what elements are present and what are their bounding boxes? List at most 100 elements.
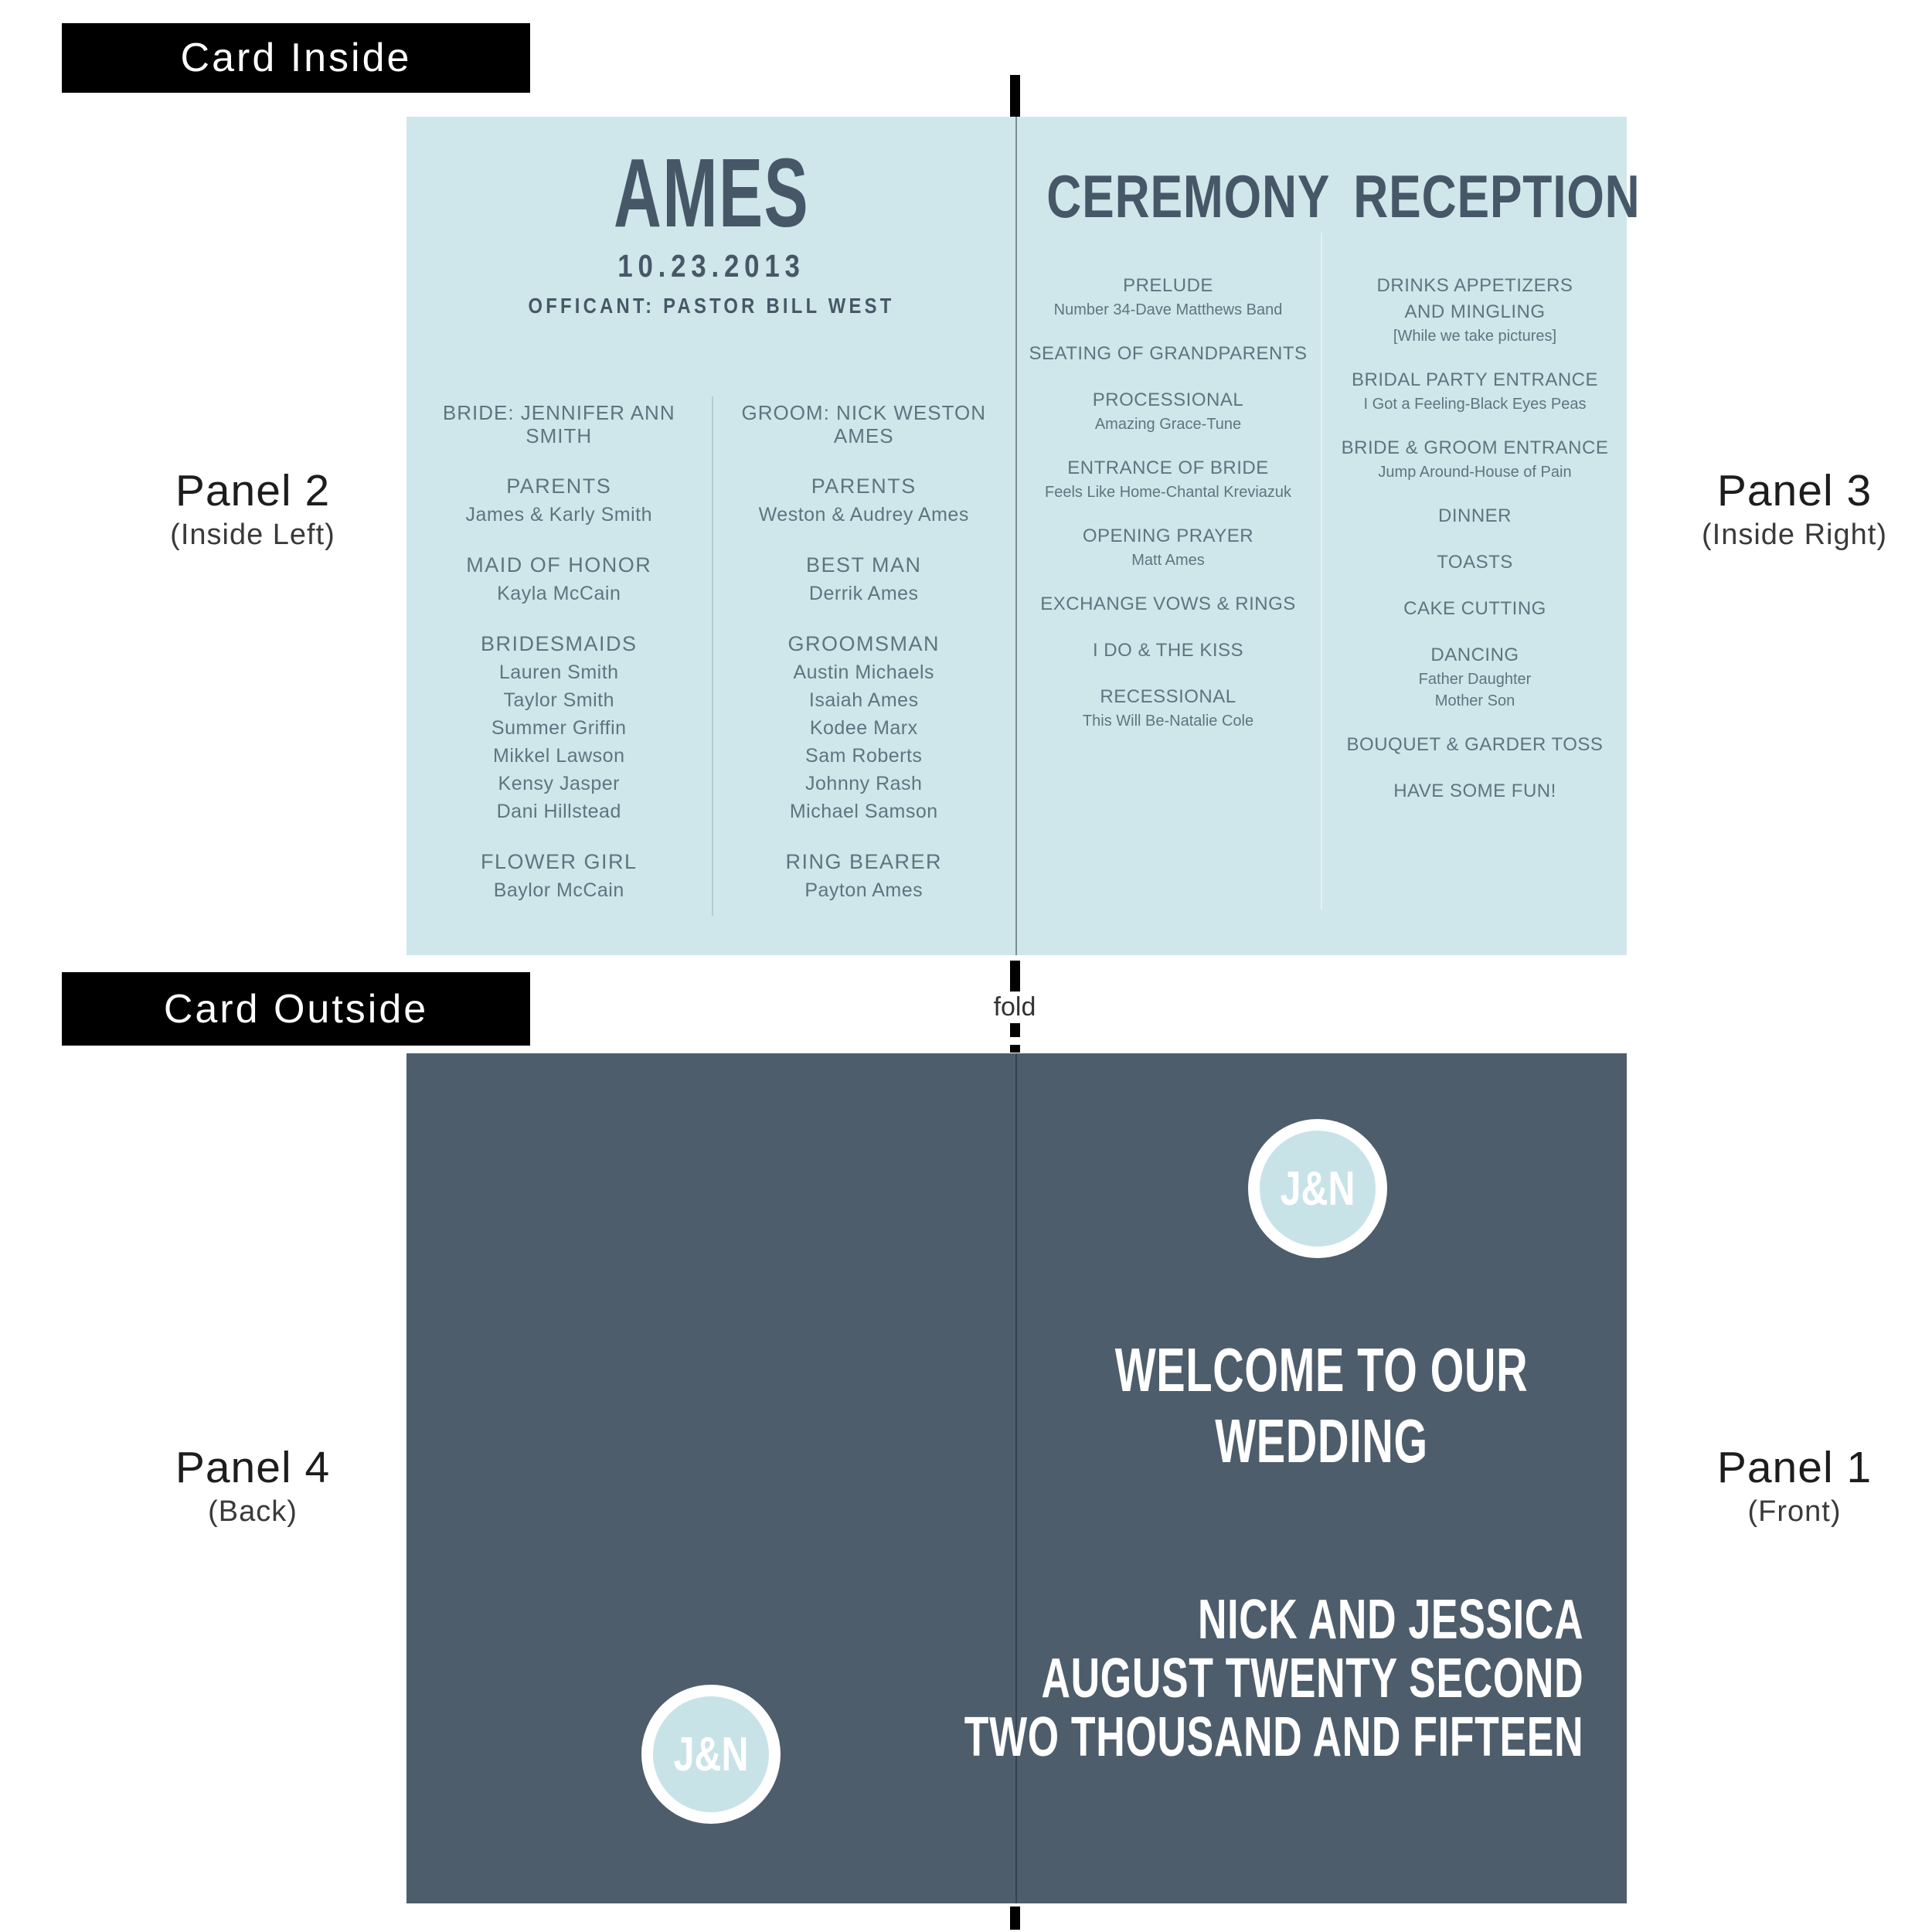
program-item-title: OPENING PRAYER bbox=[1082, 526, 1254, 546]
card-outside: J&N J&N WELCOME TO OUR WEDDING NICK AND … bbox=[406, 1053, 1627, 1903]
program-item: BOUQUET & GARDER TOSS bbox=[1323, 733, 1627, 757]
panel-2-title: Panel 2 bbox=[175, 466, 331, 515]
person-name: Baylor McCain bbox=[493, 879, 624, 901]
person-name: Kayla McCain bbox=[497, 583, 621, 604]
card-outside-label: Card Outside bbox=[62, 972, 530, 1046]
program-item-sub: Matt Ames bbox=[1131, 552, 1205, 569]
program-item-title: BOUQUET & GARDER TOSS bbox=[1346, 734, 1604, 755]
panel-4-label: Panel 4 (Back) bbox=[83, 1444, 423, 1529]
welcome-heading: WELCOME TO OUR WEDDING bbox=[1114, 1335, 1529, 1475]
program-item-title: RECESSIONAL bbox=[1100, 686, 1236, 707]
program-item: RECESSIONAL This Will Be-Natalie Cole bbox=[1016, 685, 1320, 730]
program-header: AMES 10.23.2013 OFFICANT: PASTOR BILL WE… bbox=[406, 145, 1016, 318]
program-item: DRINKS APPETIZERS AND MINGLING [While we t… bbox=[1323, 274, 1627, 345]
panel-1-label: Panel 1 (Front) bbox=[1624, 1444, 1932, 1529]
wedding-party-group: MAID OF HONOR Kayla McCain bbox=[406, 553, 712, 605]
program-item-title: EXCHANGE VOWS & RINGS bbox=[1040, 594, 1296, 614]
card-inside-label: Card Inside bbox=[62, 23, 530, 93]
program-item-title: PRELUDE bbox=[1123, 275, 1213, 296]
role-title: MAID OF HONOR bbox=[466, 553, 652, 577]
reception-title: RECEPTION bbox=[1353, 162, 1641, 230]
role-title: RING BEARER bbox=[785, 850, 943, 873]
program-item: BRIDE & GROOM ENTRANCE Jump Around-House … bbox=[1323, 437, 1627, 481]
program-item-title: DINNER bbox=[1437, 505, 1512, 526]
program-item-sub: Father Daughter bbox=[1418, 671, 1532, 688]
monogram-text: J&N bbox=[1280, 1162, 1355, 1216]
ceremony-title: CEREMONY bbox=[1046, 162, 1331, 230]
program-item: HAVE SOME FUN! bbox=[1323, 780, 1627, 803]
card-inside: AMES 10.23.2013 OFFICANT: PASTOR BILL WE… bbox=[406, 117, 1641, 955]
program-item: EXCHANGE VOWS & RINGS bbox=[1016, 593, 1320, 616]
panel-1-title: Panel 1 bbox=[1716, 1443, 1872, 1492]
person-name: Taylor Smith bbox=[503, 689, 615, 711]
program-item-title: HAVE SOME FUN! bbox=[1393, 781, 1556, 801]
fold-dash bbox=[1010, 1023, 1020, 1037]
card-inside-label-text: Card Inside bbox=[180, 36, 412, 80]
wedding-date: 10.23.2013 bbox=[617, 248, 805, 284]
person-name: Weston & Audrey Ames bbox=[758, 504, 969, 526]
program-item-sub: Jump Around-House of Pain bbox=[1378, 464, 1572, 481]
person-name: Kensy Jasper bbox=[498, 773, 620, 794]
panel-2-subtitle: (Inside Left) bbox=[170, 519, 335, 551]
program-item-title: TOASTS bbox=[1437, 552, 1513, 573]
program-item: SEATING OF GRANDPARENTS bbox=[1016, 342, 1320, 366]
inside-fold-line bbox=[1015, 117, 1017, 955]
program-item-title: I DO & THE KISS bbox=[1092, 640, 1244, 661]
reception-column: RECEPTION DRINKS APPETIZERS AND MINGLING [… bbox=[1323, 162, 1641, 803]
wedding-party-group: PARENTS Weston & Audrey Ames bbox=[712, 474, 1017, 526]
person-name: Derrik Ames bbox=[808, 583, 919, 604]
program-item-title: BRIDAL PARTY ENTRANCE bbox=[1351, 369, 1599, 390]
program-item-sub: I Got a Feeling-Black Eyes Peas bbox=[1363, 396, 1587, 413]
program-item: TOASTS bbox=[1323, 551, 1627, 574]
person-name: Michael Samson bbox=[789, 801, 938, 822]
person-name: Kodee Marx bbox=[809, 717, 918, 739]
panel-3-label: Panel 3 (Inside Right) bbox=[1624, 467, 1932, 552]
person-name: Johnny Rash bbox=[805, 773, 923, 794]
wedding-party-divider bbox=[711, 396, 713, 916]
monogram-badge-front: J&N bbox=[1248, 1119, 1387, 1258]
program-item-title: CAKE CUTTING bbox=[1403, 598, 1546, 619]
role-title: PARENTS bbox=[506, 474, 612, 498]
person-name: Isaiah Ames bbox=[808, 689, 919, 711]
program-item-sub: Number 34-Dave Matthews Band bbox=[1053, 301, 1283, 318]
panel-2-label: Panel 2 (Inside Left) bbox=[83, 467, 423, 552]
program-item-sub: This Will Be-Natalie Cole bbox=[1082, 713, 1254, 730]
person-name: Dani Hillstead bbox=[496, 801, 621, 822]
role-title: FLOWER GIRL bbox=[480, 850, 638, 873]
role-title: BEST MAN bbox=[805, 553, 922, 577]
program-item-title: DRINKS APPETIZERS bbox=[1376, 275, 1573, 296]
program-item-title: ENTRANCE OF BRIDE bbox=[1067, 457, 1269, 478]
front-line-names: NICK AND JESSICA bbox=[1197, 1589, 1583, 1651]
family-name: AMES bbox=[613, 138, 809, 247]
groom-column: GROOM: NICK WESTON AMES PARENTS Weston & … bbox=[712, 401, 1017, 902]
program-item: DINNER bbox=[1323, 505, 1627, 528]
front-line-year-words: TWO THOUSAND AND FIFTEEN bbox=[964, 1706, 1583, 1768]
program-item: CAKE CUTTING bbox=[1323, 597, 1627, 621]
program-item-title: AND MINGLING bbox=[1404, 301, 1546, 322]
groom-header: GROOM: NICK WESTON AMES bbox=[741, 401, 987, 447]
program-item-title: BRIDE & GROOM ENTRANCE bbox=[1341, 437, 1609, 458]
front-line-date-words: AUGUST TWENTY SECOND bbox=[1041, 1648, 1583, 1709]
role-title: GROOMSMAN bbox=[787, 632, 940, 655]
fold-dash bbox=[1010, 1906, 1020, 1930]
program-item-sub: [While we take pictures] bbox=[1393, 328, 1557, 345]
program-item: BRIDAL PARTY ENTRANCE I Got a Feeling-Bla… bbox=[1323, 369, 1627, 413]
panel-3-title: Panel 3 bbox=[1716, 466, 1872, 515]
role-title: PARENTS bbox=[811, 474, 917, 498]
panel-3-subtitle: (Inside Right) bbox=[1702, 519, 1887, 551]
program-item-title: PROCESSIONAL bbox=[1092, 389, 1244, 410]
bride-header: BRIDE: JENNIFER ANN SMITH bbox=[442, 401, 675, 447]
person-name: Sam Roberts bbox=[805, 745, 923, 767]
